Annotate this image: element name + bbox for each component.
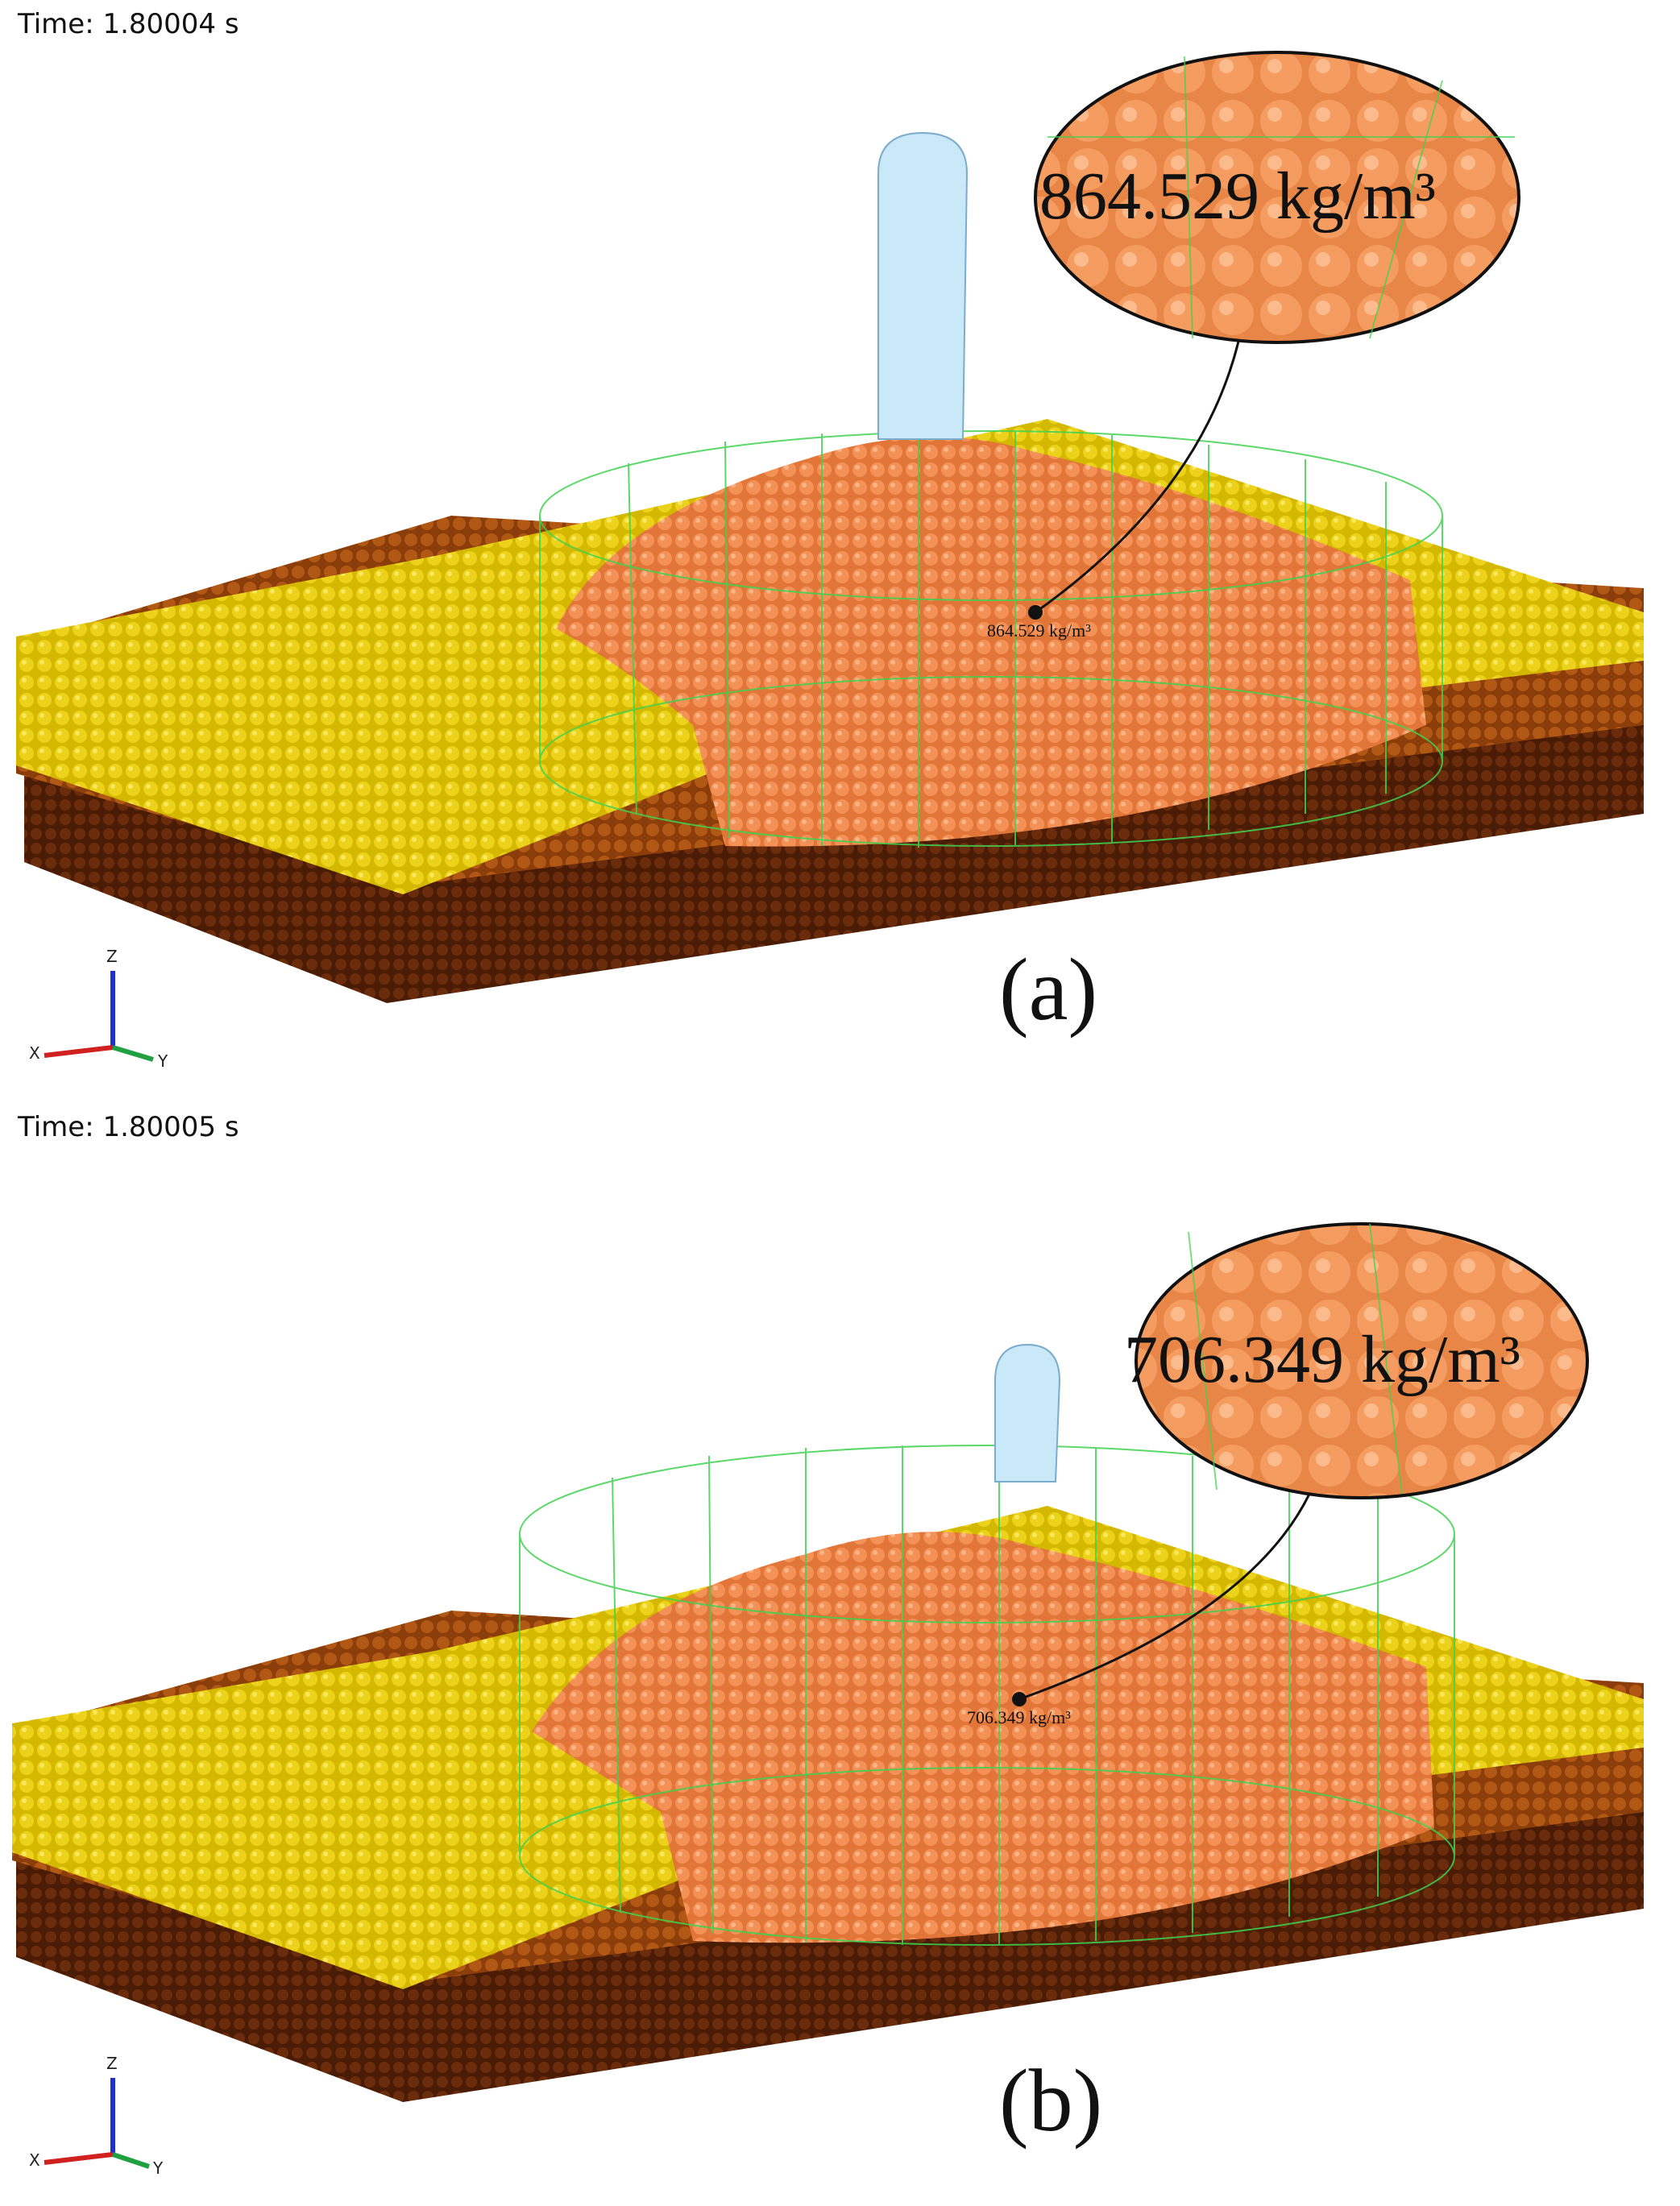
time-readout: Time: 1.80004 s [18,8,239,40]
axis-triad [44,971,154,1062]
axis-y-label: Y [158,1051,168,1071]
density-zoom-text: 864.529 kg/m³ [1039,159,1436,234]
axis-y-label: Y [153,2158,164,2178]
probe [877,131,969,440]
probe [994,1343,1061,1482]
density-label: 864.529 kg/m³ [987,620,1091,641]
particle-scene [16,51,1644,1062]
time-readout: Time: 1.80005 s [18,1111,239,1143]
axis-z-label: Z [106,947,118,966]
particle-scene [12,1222,1644,2169]
zoom-bubble [1135,1222,1589,1499]
callout-point [1012,1692,1027,1706]
wireframe-cylinder [539,430,1443,848]
compacted-region [532,1532,1434,1943]
callout-leader [1035,309,1247,614]
panel-b: Time: 1.80005 s [0,1103,1680,2206]
axis-z-label: Z [106,2054,118,2073]
zoom-bubble [1034,51,1520,344]
wireframe-cylinder [519,1445,1455,1946]
panel-label: (a) [999,940,1098,1039]
density-label: 706.349 kg/m³ [967,1707,1071,1727]
panel-label: (b) [999,2051,1103,2150]
density-zoom-text: 706.349 kg/m³ [1124,1322,1520,1397]
callout-point [1028,605,1043,620]
axis-triad [44,2078,150,2169]
panel-a: Time: 1.80004 s [16,8,1644,1071]
axis-x-label: X [29,1043,40,1063]
axis-x-label: X [29,2150,40,2170]
